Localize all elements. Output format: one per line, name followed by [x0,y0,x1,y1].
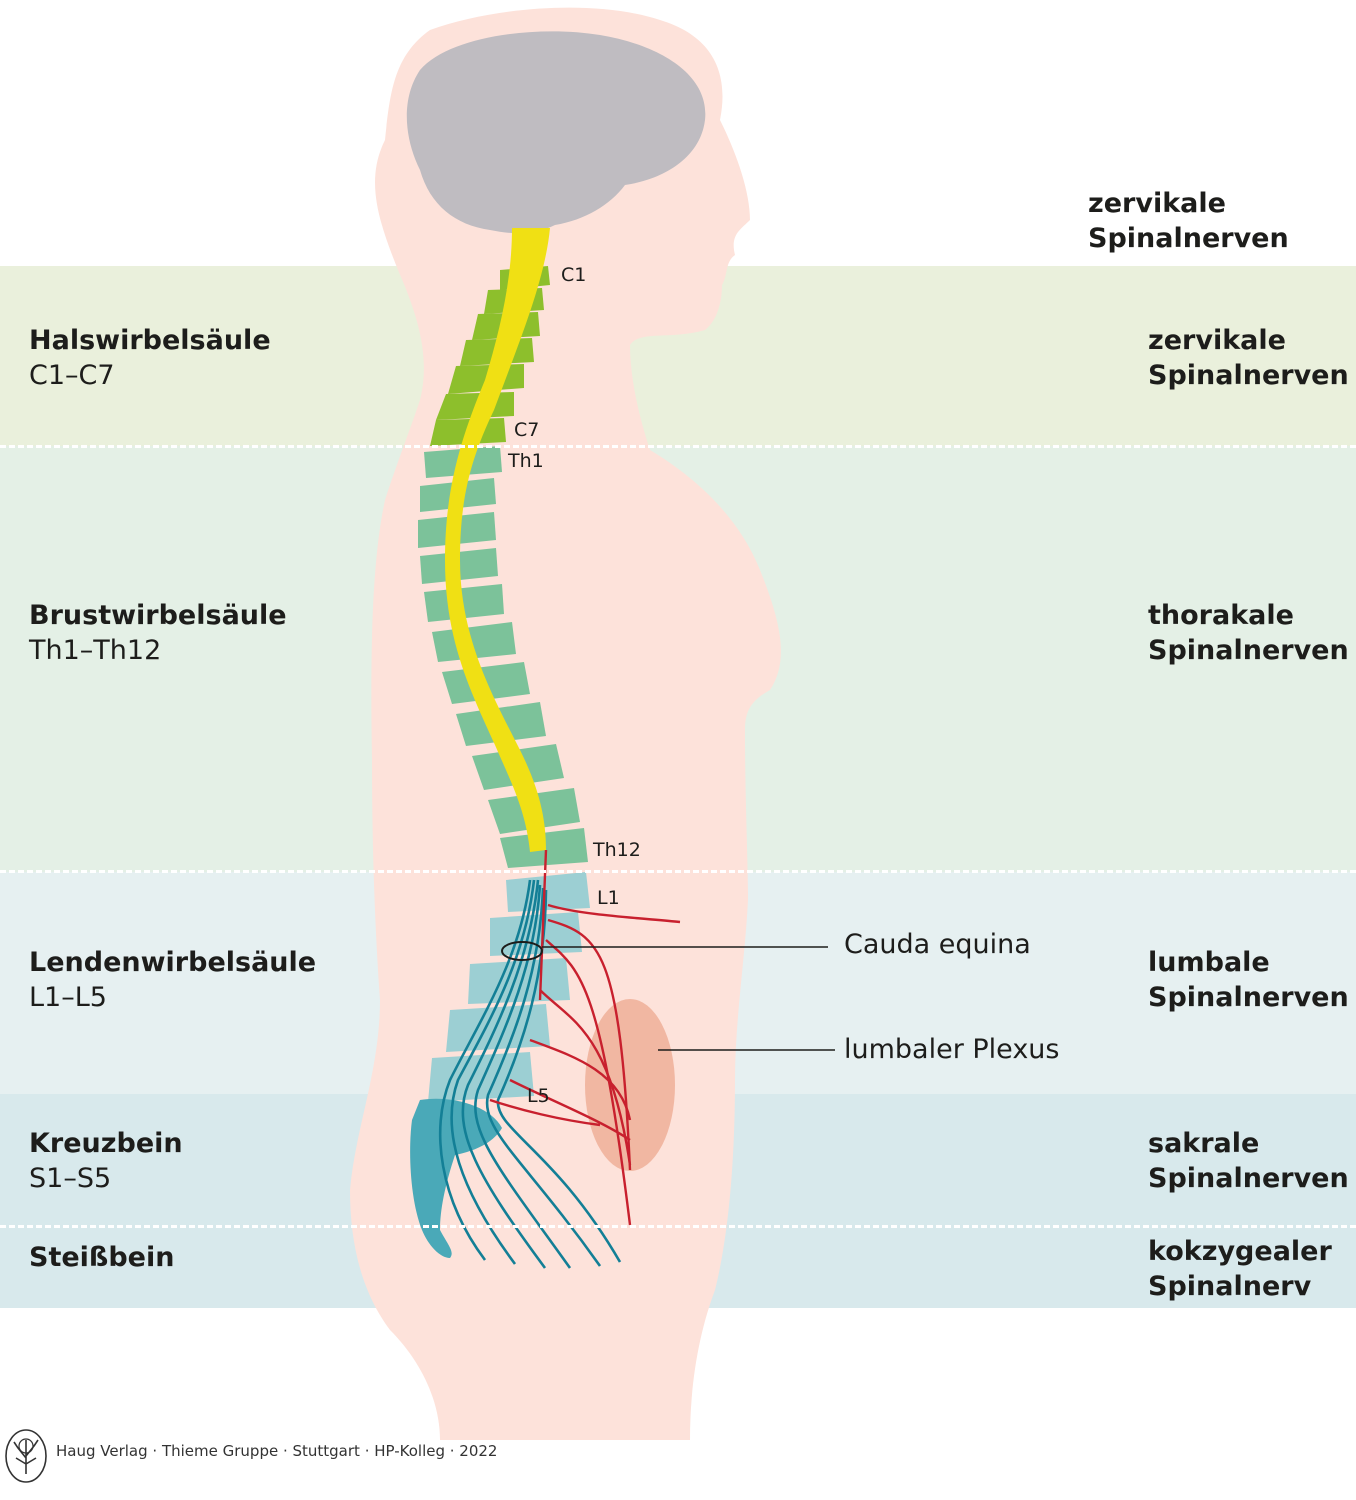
vertebra-label-c7: C7 [514,419,540,441]
label-cervical-nerves-top: zervikale Spinalnerven [1088,186,1289,256]
lumbar-nerves [489,849,681,1226]
label-lumbar-nerves-line1: lumbale [1148,947,1270,978]
publisher-logo [5,1429,47,1483]
label-cervical-spine-range: C1–C7 [29,360,115,391]
spinal-cord [445,228,550,852]
label-cervical-nerves-top-line1: zervikale [1088,188,1226,219]
label-thoracic-spine-range: Th1–Th12 [29,635,162,666]
label-thoracic-nerves-line2: Spinalnerven [1148,635,1349,666]
label-thoracic-nerves-line1: thorakale [1148,600,1294,631]
sacrum [410,1098,502,1258]
sacral-nerves [438,879,622,1269]
label-lumbar-spine-name: Lendenwirbelsäule [29,947,317,978]
vertebra-label-l5: L5 [527,1085,550,1107]
label-sacral-nerves: sakrale Spinalnerven [1148,1126,1349,1196]
label-thoracic-spine: Brustwirbelsäule Th1–Th12 [29,598,287,668]
label-sacrum-range: S1–S5 [29,1163,112,1194]
brain [406,31,706,234]
label-thoracic-spine-name: Brustwirbelsäule [29,600,287,631]
footer-credit: Haug Verlag · Thieme Gruppe · Stuttgart … [56,1442,498,1460]
divider-thoracic-lumbar [0,870,1356,873]
label-cervical-nerves-line2: Spinalnerven [1148,360,1349,391]
label-cervical-nerves: zervikale Spinalnerven [1148,323,1349,393]
vertebra-label-th1: Th1 [508,450,544,472]
divider-cervical-thoracic [0,445,1356,448]
vertebra-label-c1: C1 [561,264,587,286]
label-coccygeal-nerve-line1: kokzygealer [1148,1236,1332,1267]
vertebra-label-th12: Th12 [593,839,641,861]
label-sacrum: Kreuzbein S1–S5 [29,1126,183,1196]
label-sacral-nerves-line1: sakrale [1148,1128,1260,1159]
callout-lumbar-plexus: lumbaler Plexus [844,1034,1060,1065]
label-lumbar-nerves-line2: Spinalnerven [1148,982,1349,1013]
callout-cauda-equina: Cauda equina [844,929,1031,960]
label-cervical-spine: Halswirbelsäule C1–C7 [29,323,271,393]
label-lumbar-spine: Lendenwirbelsäule L1–L5 [29,945,316,1015]
label-sacral-nerves-line2: Spinalnerven [1148,1163,1349,1194]
label-coccyx-name: Steißbein [29,1242,175,1273]
cauda-equina-marker [501,941,543,961]
label-coccygeal-nerve: kokzygealer Spinalnerv [1148,1234,1332,1304]
label-sacrum-name: Kreuzbein [29,1128,183,1159]
label-coccygeal-nerve-line2: Spinalnerv [1148,1271,1312,1302]
label-lumbar-nerves: lumbale Spinalnerven [1148,945,1349,1015]
label-lumbar-spine-range: L1–L5 [29,982,107,1013]
label-cervical-nerves-top-line2: Spinalnerven [1088,223,1289,254]
label-thoracic-nerves: thorakale Spinalnerven [1148,598,1349,668]
label-cervical-nerves-line1: zervikale [1148,325,1286,356]
label-cervical-spine-name: Halswirbelsäule [29,325,271,356]
vertebra-label-l1: L1 [597,887,620,909]
label-coccyx: Steißbein [29,1240,174,1275]
lumbar-plexus-area [585,999,675,1171]
divider-sacral-coccyx [0,1225,1356,1228]
